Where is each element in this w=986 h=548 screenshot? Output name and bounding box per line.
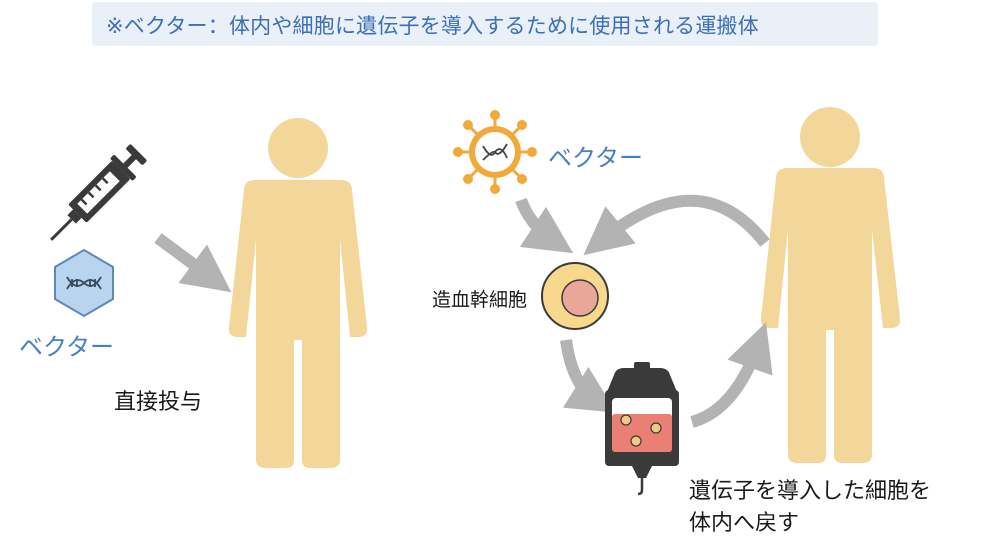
arrow-bag-to-person (690, 322, 773, 428)
definition-banner: ※ベクター：体内や細胞に遺伝子を導入するために使用される運搬体 (92, 2, 878, 46)
syringe-icon (50, 144, 147, 241)
arrow-syringe-to-person (154, 233, 232, 293)
definition-text: ※ベクター：体内や細胞に遺伝子を導入するために使用される運搬体 (106, 14, 759, 38)
right-person-figure (760, 107, 901, 463)
stem-cell-icon (541, 262, 609, 330)
arrow-cell-to-bag (560, 339, 617, 413)
left-person-figure (228, 118, 368, 468)
right-vector-label: ベクター (548, 144, 644, 172)
vector-hexagon-icon (54, 248, 114, 318)
stem-cell-label: 造血幹細胞 (432, 289, 528, 311)
dna-icon (66, 276, 102, 290)
direct-administration-label: 直接投与 (114, 390, 203, 415)
virus-vector-icon (453, 110, 537, 194)
arrow-vector-to-cell (515, 197, 574, 254)
dna-icon (482, 143, 508, 161)
left-vector-label: ベクター (19, 333, 115, 361)
iv-bag-icon (605, 362, 679, 496)
return-cells-label-line1: 遺伝子を導入した細胞を (689, 479, 932, 504)
arrow-person-to-cell (583, 194, 770, 256)
return-cells-label-line2: 体内へ戻す (689, 511, 800, 536)
